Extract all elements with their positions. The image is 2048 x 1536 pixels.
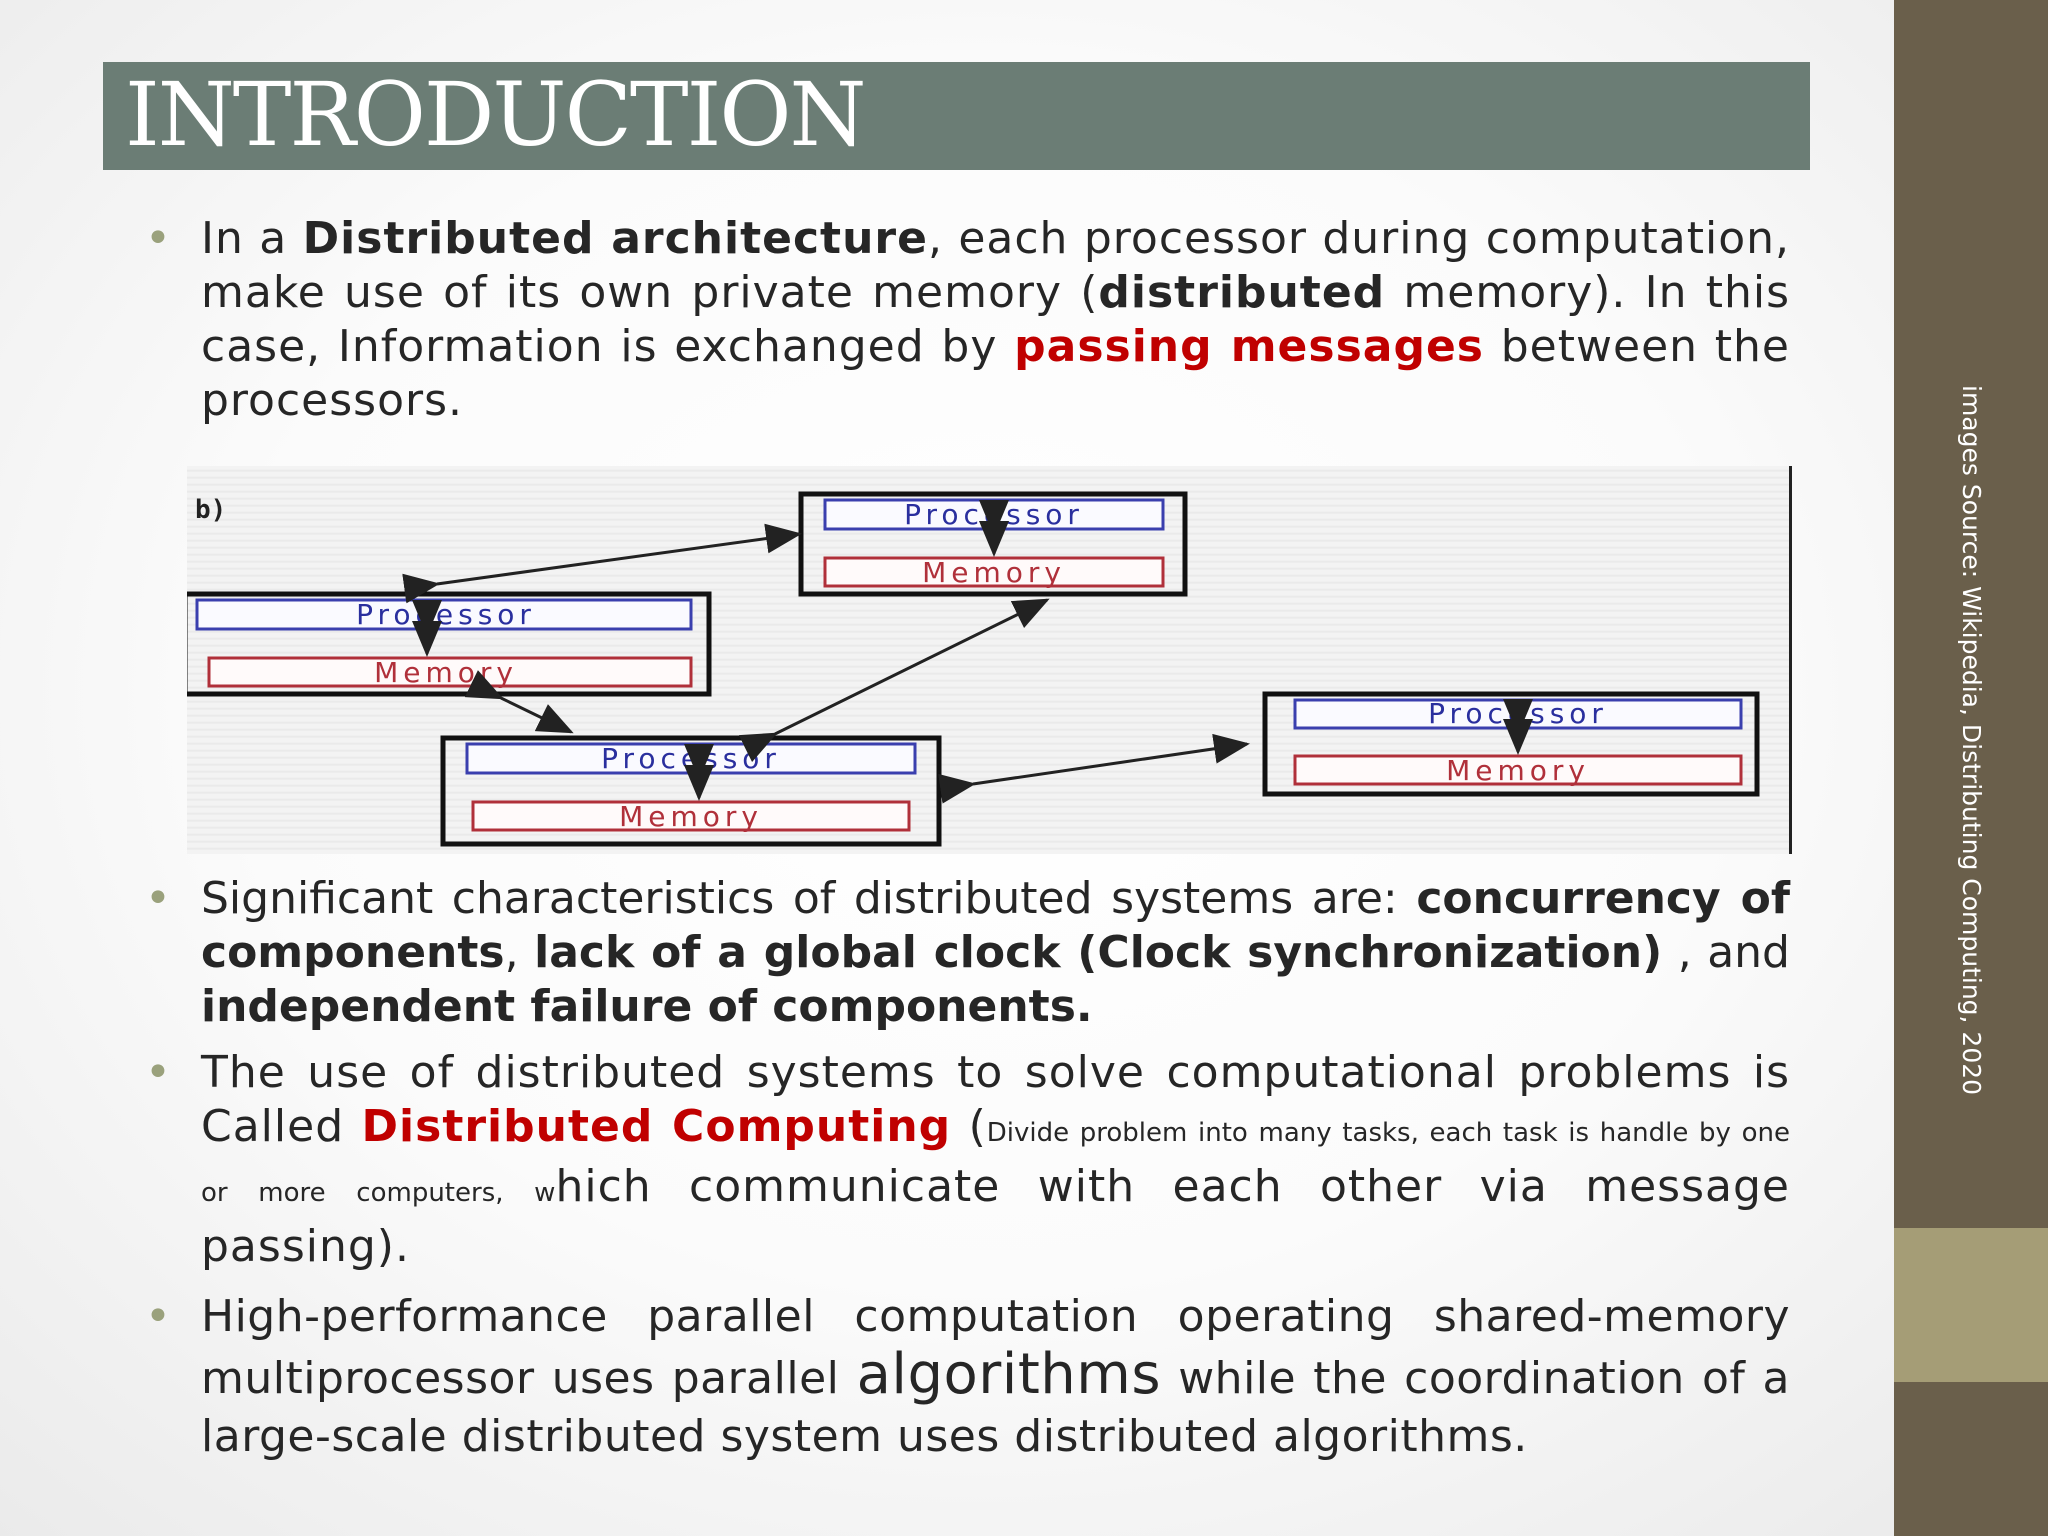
distributed-memory-diagram: b) Processor Memory Processor Memory: [187, 466, 1792, 854]
bold-term: lack of a global clock (Clock synchroniz…: [534, 927, 1663, 978]
large-text-run: algorithms: [856, 1342, 1162, 1407]
highlight-term: passing messages: [1014, 321, 1484, 372]
right-sidebar: [1894, 0, 2048, 1536]
text-run: Significant characteristics of distribut…: [201, 873, 1417, 924]
slide-content: • In a Distributed architecture, each pr…: [145, 212, 1792, 1466]
text-run: In a: [201, 213, 303, 264]
memory-label: Memory: [619, 800, 763, 833]
memory-label: Memory: [374, 656, 518, 689]
node-processor-memory-top: Processor Memory: [798, 491, 1188, 597]
processor-label: Processor: [601, 742, 781, 775]
bullet-dot: •: [145, 213, 172, 264]
message-arrow: [938, 733, 1250, 804]
sidebar-accent-block: [1894, 1228, 2048, 1382]
image-source-credit: images Source: Wikipedia, Distributing C…: [1957, 385, 1986, 1096]
processor-label: Processor: [356, 598, 536, 631]
title-bar: INTRODUCTION: [103, 62, 1810, 170]
text-run: The use of distributed systems to solve …: [201, 1047, 1790, 1152]
diagram-svg: b) Processor Memory Processor Memory: [187, 491, 1760, 847]
highlight-term: Distributed Computing: [361, 1101, 952, 1152]
small-text-run: Divide problem into many tasks, each tas…: [201, 1118, 1790, 1208]
processor-label: Processor: [904, 498, 1084, 531]
message-arrow: [464, 670, 574, 734]
text-run: ,: [504, 927, 535, 978]
bullet-distributed-architecture: • In a Distributed architecture, each pr…: [145, 212, 1790, 428]
memory-label: Memory: [922, 556, 1066, 589]
bold-term: Distributed architecture: [302, 213, 928, 264]
bullet-dot: •: [145, 873, 171, 924]
bold-term: concurrency of components: [201, 873, 1790, 978]
memory-label: Memory: [1446, 754, 1590, 787]
text-run: (: [951, 1101, 987, 1152]
bullet-characteristics: • Significant characteristics of distrib…: [145, 872, 1790, 1034]
node-processor-memory-bottom: Processor Memory: [440, 735, 942, 847]
bold-term: independent failure of components.: [201, 981, 1093, 1032]
node-processor-memory-right: Processor Memory: [1262, 691, 1760, 797]
node-processor-memory-left: Processor Memory: [187, 591, 712, 697]
text-run: between the processors.: [201, 321, 1790, 426]
text-run: , and: [1662, 927, 1790, 978]
message-arrow: [402, 523, 802, 604]
bullet-distributed-computing: • The use of distributed systems to solv…: [145, 1046, 1790, 1274]
text-run: while the coordination of a large-scale …: [201, 1353, 1790, 1462]
text-run: , each processor during computation, mak…: [201, 213, 1790, 318]
bullet-dot: •: [145, 1291, 172, 1342]
slide-title: INTRODUCTION: [125, 63, 867, 166]
text-run: memory). In this case, Information is ex…: [201, 267, 1790, 372]
message-arrow: [738, 598, 1050, 763]
bold-term: distributed: [1098, 267, 1386, 318]
text-run: hich communicate with each other via mes…: [201, 1161, 1790, 1272]
figure-label: b): [195, 495, 226, 525]
bullet-dot: •: [145, 1047, 172, 1098]
processor-label: Processor: [1428, 697, 1608, 730]
bullet-parallel-computation: • High-performance parallel computation …: [145, 1288, 1790, 1466]
text-run: High-performance parallel computation op…: [201, 1291, 1790, 1404]
